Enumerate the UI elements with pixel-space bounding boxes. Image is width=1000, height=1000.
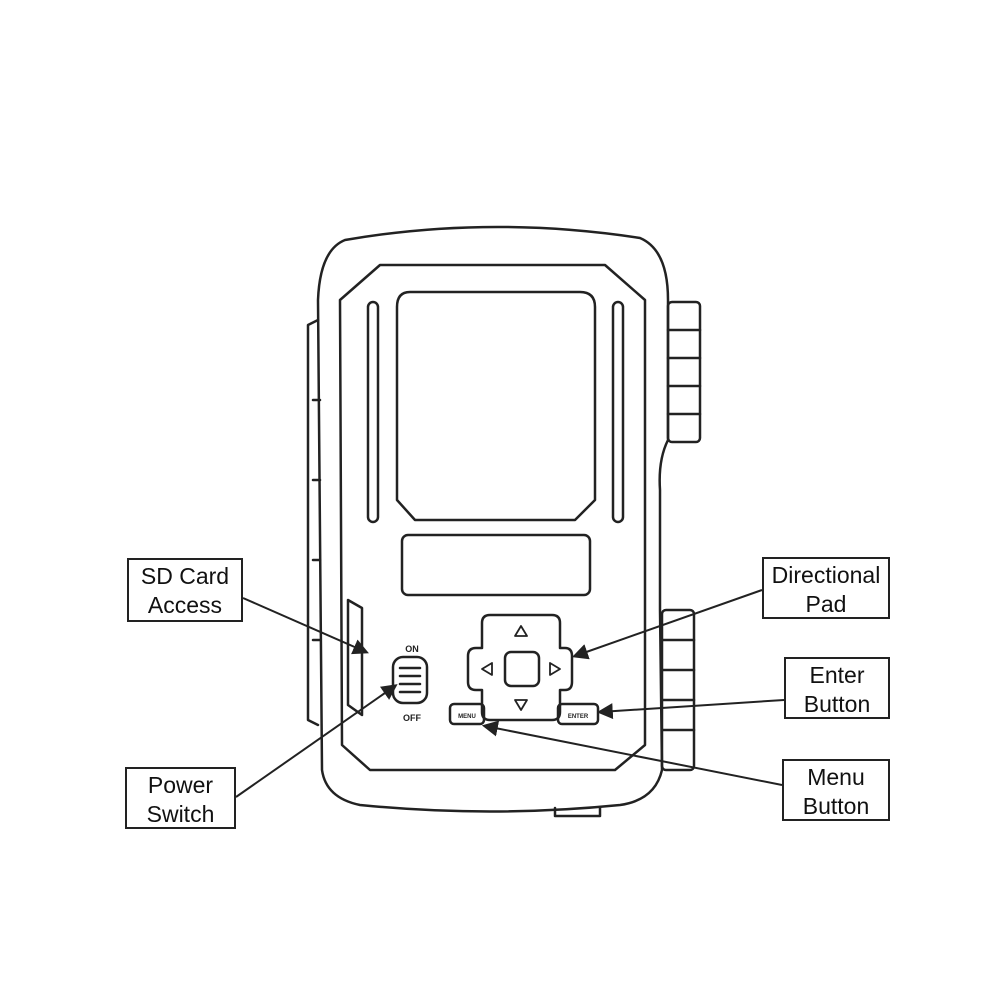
- camera-housing-outline: [316, 225, 670, 813]
- left-slot: [366, 300, 380, 524]
- enter-key-text: ENTER: [568, 714, 589, 720]
- power-switch-label: Power Switch: [125, 767, 236, 829]
- menu-button-leader-line: [481, 720, 783, 786]
- directional-pad-label-line1: Directional: [771, 562, 881, 588]
- sd-card-access-label: SD Card Access: [127, 558, 243, 622]
- power-switch[interactable]: [391, 655, 429, 705]
- power-switch-leader-line: [235, 684, 398, 798]
- top-latch: [666, 300, 702, 444]
- menu-key-text: MENU: [458, 714, 476, 720]
- switch-off-text: OFF: [403, 713, 421, 723]
- directional-pad-leader-line: [571, 589, 763, 660]
- directional-pad-label-line2: Pad: [805, 591, 847, 617]
- sensor-strip: [400, 533, 592, 597]
- right-slot: [611, 300, 625, 524]
- directional-pad-label: Directional Pad: [762, 557, 890, 619]
- menu-button-label-line2: Button: [802, 793, 870, 819]
- bottom-tab: [553, 806, 602, 818]
- dpad-right-arrow-icon: [549, 662, 561, 676]
- left-side-rail: [306, 318, 322, 727]
- enter-button-label-line1: Enter: [809, 662, 865, 688]
- dpad-center-button[interactable]: [503, 650, 541, 688]
- switch-on-text: ON: [405, 644, 419, 654]
- enter-button-leader-line: [596, 699, 785, 720]
- enter-button-label-line2: Button: [803, 691, 871, 717]
- menu-button-label-line1: Menu: [807, 764, 865, 790]
- bottom-latch: [660, 608, 696, 772]
- display-window: [395, 290, 597, 522]
- dpad-down-arrow-icon: [514, 699, 528, 711]
- sd-card-door: [346, 598, 364, 717]
- dpad-left-arrow-icon: [481, 662, 493, 676]
- front-panel-bezel: [338, 263, 647, 772]
- sd-card-label-line1: SD Card: [140, 563, 230, 589]
- enter-button-label: Enter Button: [784, 657, 890, 719]
- power-switch-label-line2: Switch: [146, 801, 215, 827]
- menu-button[interactable]: [448, 702, 486, 726]
- directional-pad[interactable]: [466, 613, 574, 722]
- dpad-up-arrow-icon: [514, 625, 528, 637]
- sd-card-label-line2: Access: [147, 592, 223, 618]
- power-switch-label-line1: Power: [147, 772, 214, 798]
- sd-card-leader-line: [242, 597, 369, 655]
- menu-button-label: Menu Button: [782, 759, 890, 821]
